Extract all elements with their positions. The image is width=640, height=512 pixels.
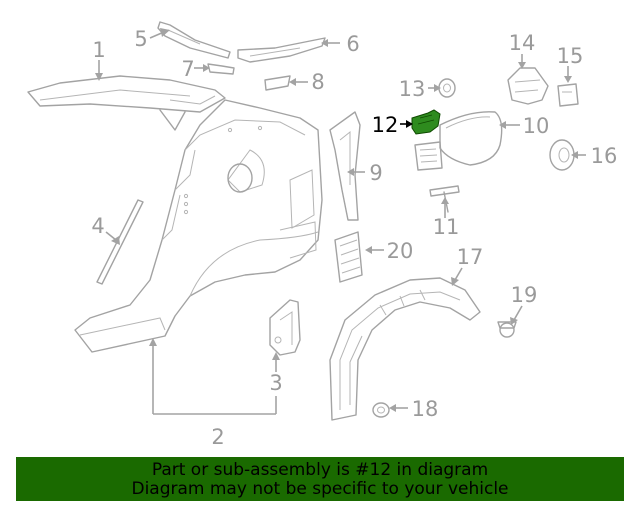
part-6-bracket	[237, 37, 326, 63]
callout-2: 2	[211, 425, 224, 449]
part-15-bracket	[557, 83, 579, 107]
callout-14: 14	[509, 31, 536, 55]
part-20-vent	[334, 231, 363, 283]
callout-12: 12	[372, 113, 399, 137]
callout-7: 7	[181, 57, 194, 81]
part-19-clip	[497, 321, 517, 338]
callout-13: 13	[399, 77, 426, 101]
part-10-fuel-door	[414, 111, 503, 171]
parts-diagram: 1 2 3 4 5 6 7 8 9 10 11 12 13 14 15 16 1…	[27, 21, 617, 449]
part-1-roof-rail	[27, 75, 226, 131]
part-5-bracket	[157, 21, 231, 59]
banner-line-1: Part or sub-assembly is #12 in diagram	[151, 460, 489, 480]
part-8-clip	[264, 75, 291, 91]
part-13-grommet	[438, 78, 456, 98]
callout-1: 1	[92, 38, 105, 62]
part-12-actuator	[411, 109, 441, 135]
callout-17: 17	[457, 245, 484, 269]
banner-line-2: Diagram may not be specific to your vehi…	[131, 479, 509, 499]
callout-9: 9	[369, 161, 382, 185]
callout-3: 3	[269, 371, 282, 395]
callout-labels: 1 2 3 4 5 6 7 8 9 10 11 12 13 14 15 16 1…	[91, 27, 617, 449]
info-banner: Part or sub-assembly is #12 in diagram D…	[16, 457, 624, 501]
leader-lines	[95, 28, 586, 415]
part-9-reinforcement	[329, 111, 361, 221]
callout-10: 10	[523, 114, 550, 138]
callout-20: 20	[387, 239, 414, 263]
callout-15: 15	[557, 44, 584, 68]
part-4-trim-strip	[96, 199, 144, 285]
quarter-panel	[74, 99, 323, 353]
callout-5: 5	[134, 27, 147, 51]
callout-4: 4	[91, 214, 104, 238]
callout-18: 18	[412, 397, 439, 421]
part-17-fender-liner	[329, 277, 481, 421]
part-14-housing	[507, 67, 549, 105]
part-16-cap	[549, 139, 575, 171]
part-18-grommet	[372, 402, 390, 418]
callout-8: 8	[311, 70, 324, 94]
callout-16: 16	[591, 144, 618, 168]
part-3-bracket	[269, 299, 301, 356]
callout-19: 19	[511, 283, 538, 307]
callout-6: 6	[346, 32, 359, 56]
part-7-clip	[207, 63, 235, 75]
callout-11: 11	[433, 215, 460, 239]
